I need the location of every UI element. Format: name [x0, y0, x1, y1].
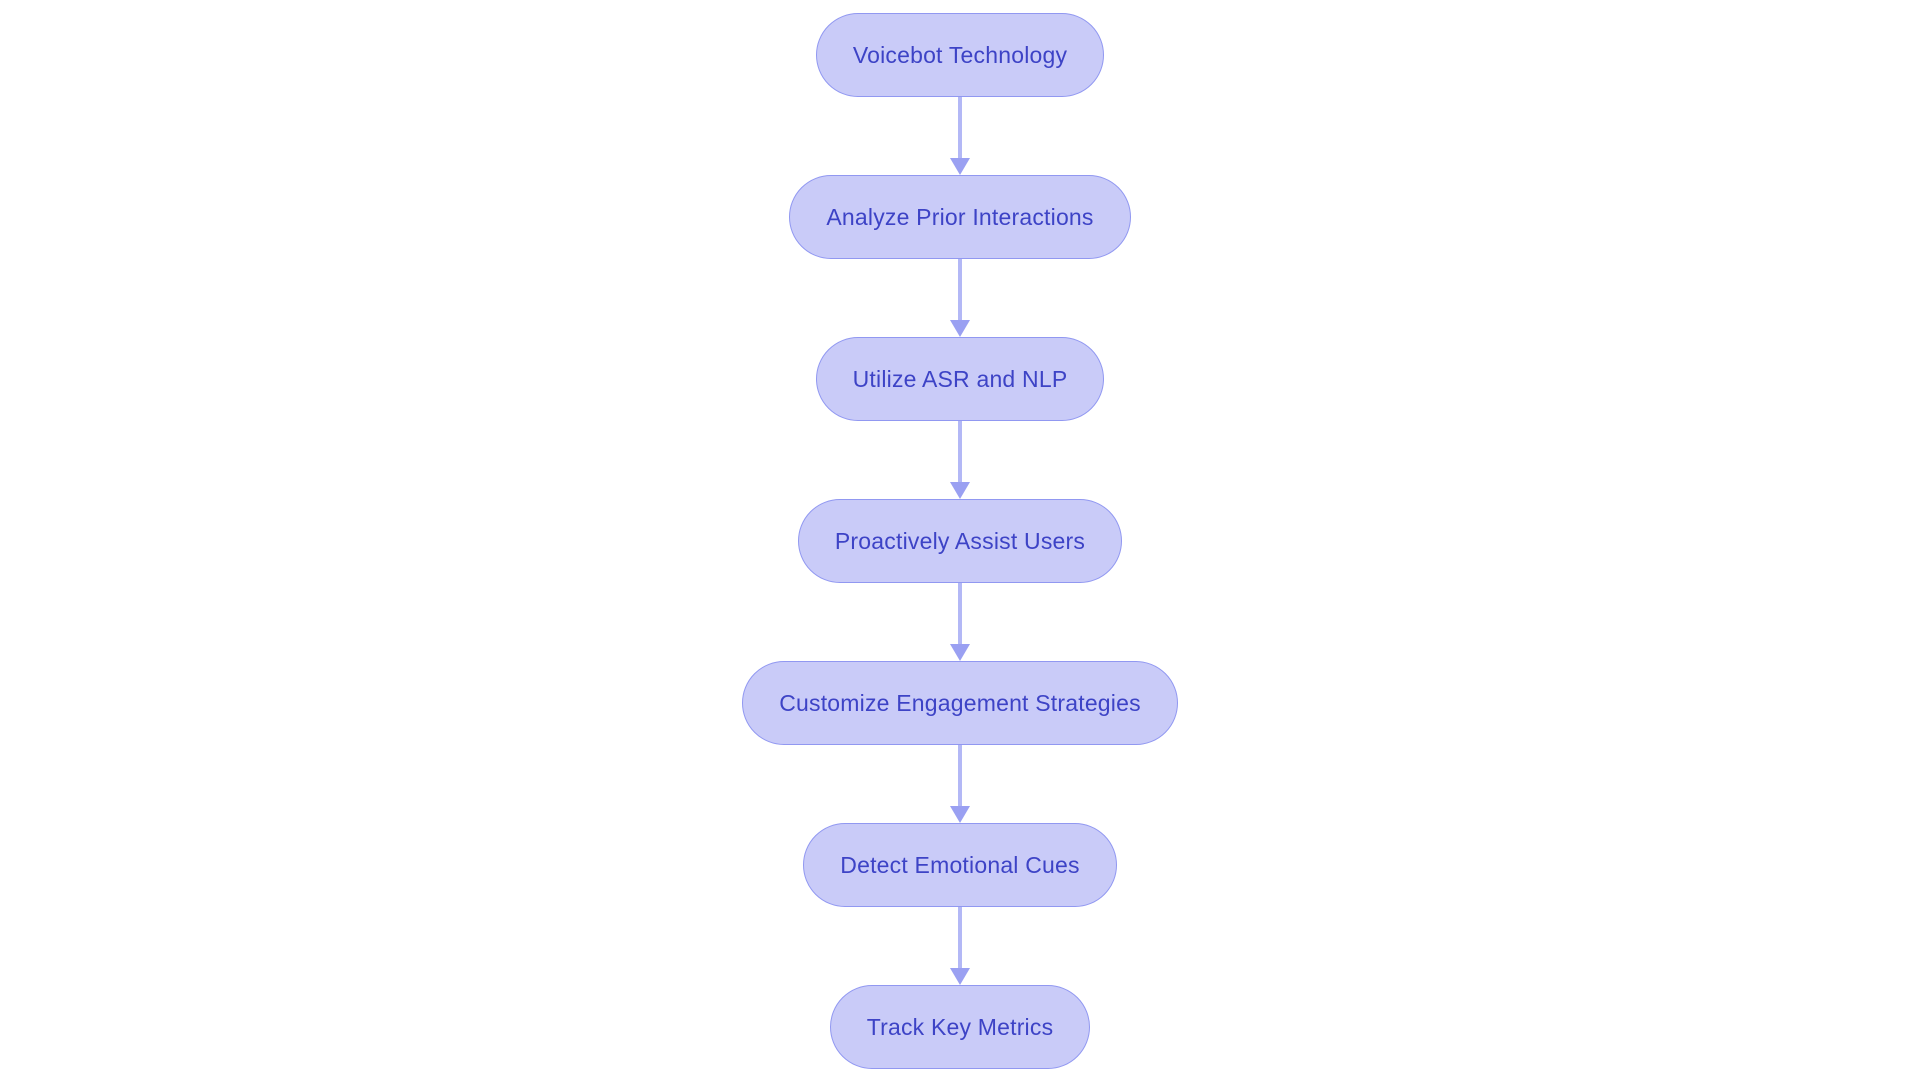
arrow-head-icon — [950, 482, 970, 499]
flow-arrow-n6-n7 — [948, 907, 972, 985]
arrow-head-icon — [950, 644, 970, 661]
arrow-head-icon — [950, 806, 970, 823]
flow-node-n4: Proactively Assist Users — [797, 499, 1123, 583]
arrow-stem — [958, 259, 962, 321]
arrow-head-icon — [950, 320, 970, 337]
flow-node-n3: Utilize ASR and NLP — [815, 337, 1105, 421]
arrow-stem — [958, 421, 962, 483]
arrow-head-icon — [950, 968, 970, 985]
flow-node-n2: Analyze Prior Interactions — [789, 175, 1131, 259]
flow-arrow-n4-n5 — [948, 583, 972, 661]
flow-node-n5: Customize Engagement Strategies — [742, 661, 1178, 745]
flow-arrow-n3-n4 — [948, 421, 972, 499]
arrow-stem — [958, 907, 962, 969]
flow-node-n7: Track Key Metrics — [829, 985, 1091, 1069]
arrow-stem — [958, 97, 962, 159]
flow-arrow-n1-n2 — [948, 97, 972, 175]
flow-arrow-n2-n3 — [948, 259, 972, 337]
flow-node-n1: Voicebot Technology — [815, 13, 1105, 97]
arrow-stem — [958, 583, 962, 645]
flow-arrow-n5-n6 — [948, 745, 972, 823]
arrow-stem — [958, 745, 962, 807]
flow-node-n6: Detect Emotional Cues — [803, 823, 1117, 907]
arrow-head-icon — [950, 158, 970, 175]
